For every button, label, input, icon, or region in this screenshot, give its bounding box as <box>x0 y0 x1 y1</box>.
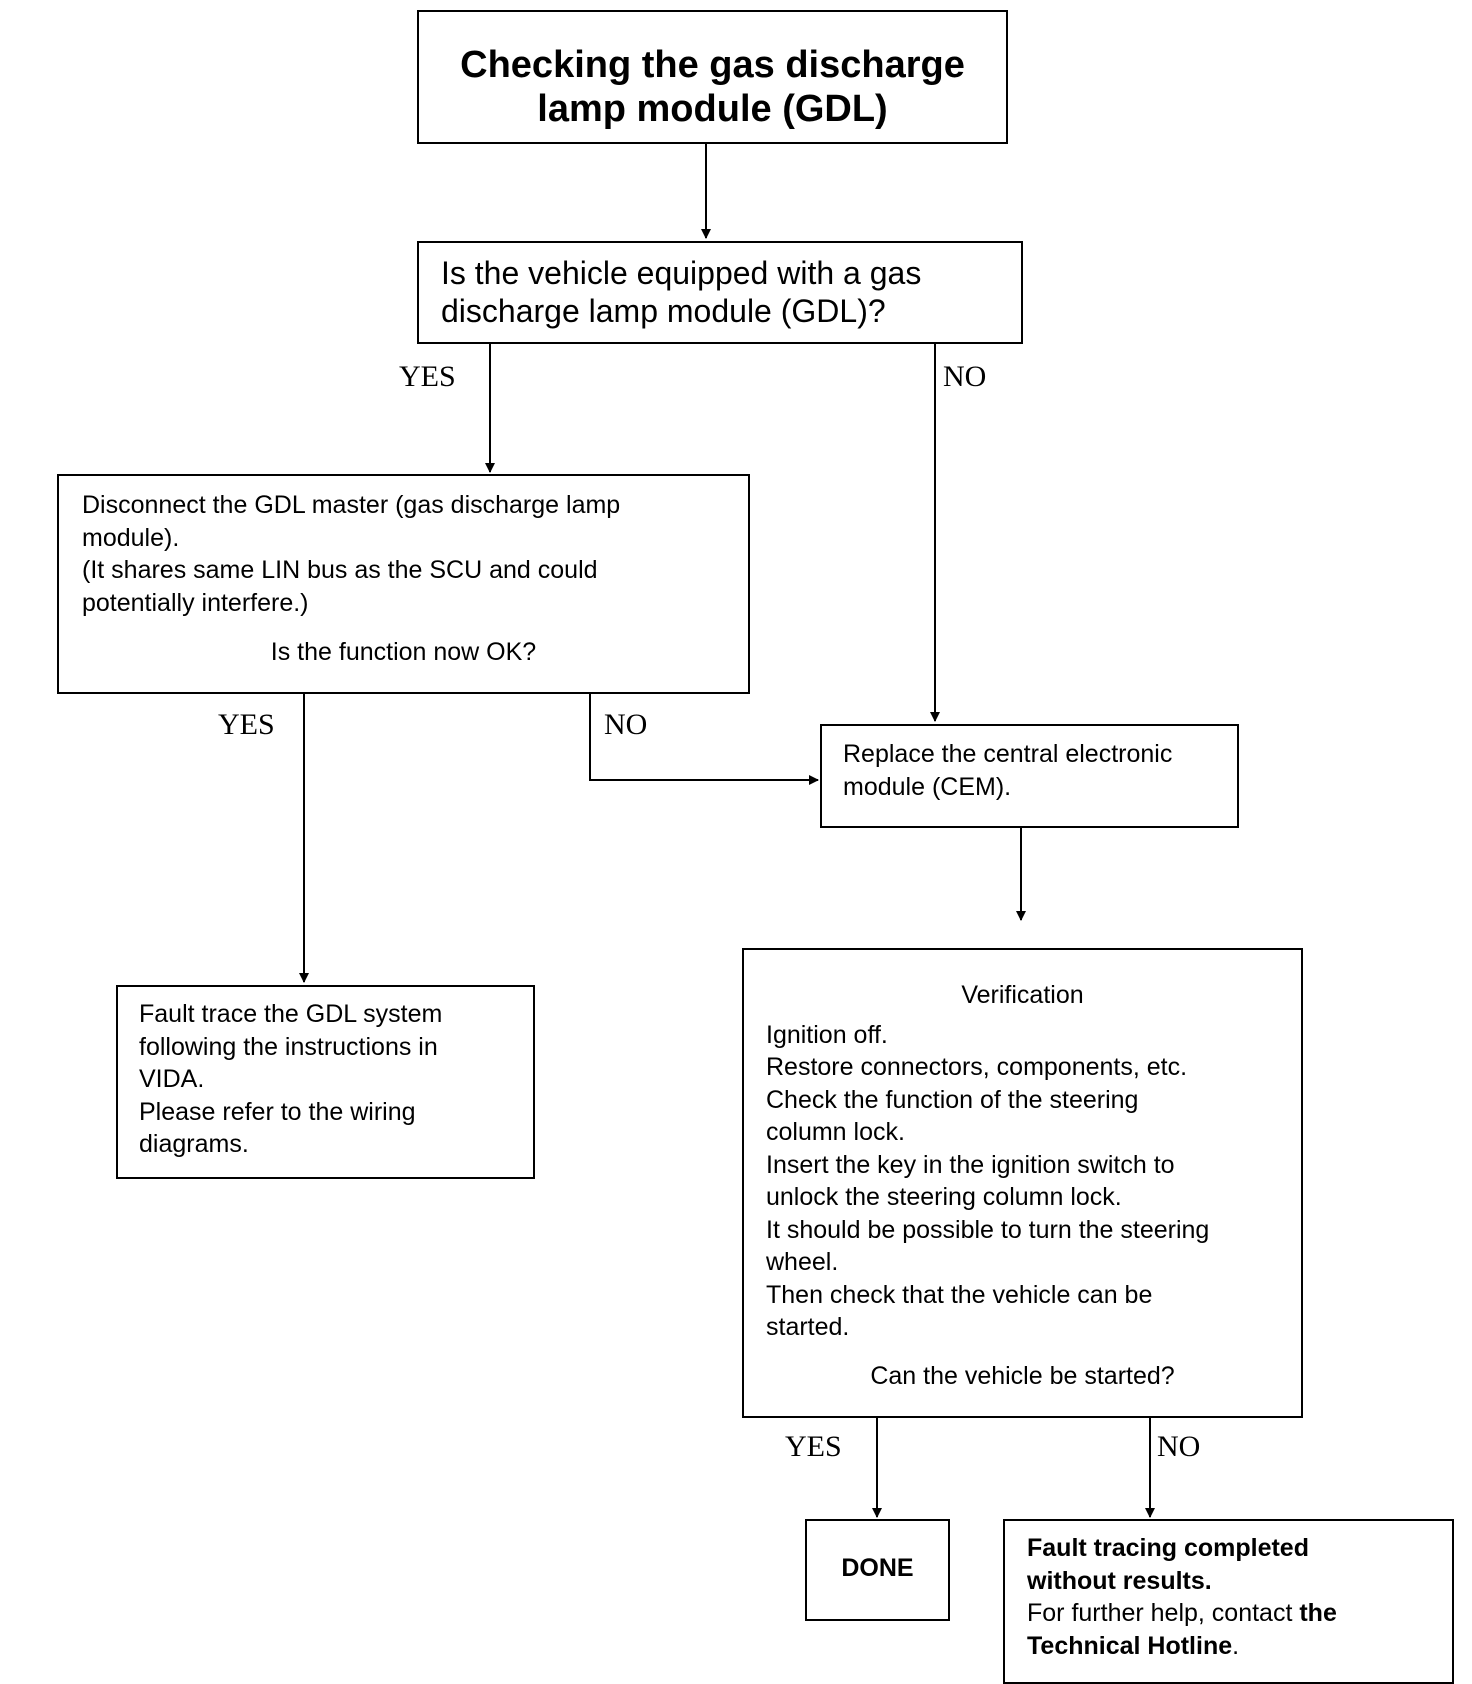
done-label: DONE <box>841 1554 914 1582</box>
disconnect-line-1: Disconnect the GDL master (gas discharge… <box>82 491 621 519</box>
verification-step: It should be possible to turn the steeri… <box>766 1215 1210 1244</box>
page-title: Checking the gas discharge lamp module (… <box>419 43 1006 131</box>
no-label-1: NO <box>943 360 987 393</box>
disconnect-question: Is the function now OK? <box>270 638 537 666</box>
verification-step: Then check that the vehicle can be <box>766 1280 1153 1309</box>
fault-trace-line-5: diagrams. <box>139 1130 249 1158</box>
title-box: Checking the gas discharge lamp module (… <box>417 10 1008 144</box>
no-label-3: NO <box>1157 1430 1201 1463</box>
question-line-1: Is the vehicle equipped with a gas <box>441 255 922 291</box>
title-line-1: Checking the gas discharge <box>460 44 965 86</box>
verification-question: Can the vehicle be started? <box>870 1361 1175 1390</box>
replace-cem-line-2: module (CEM). <box>843 772 1012 801</box>
arrow-no-to-replace-cem-2 <box>589 694 819 785</box>
question-line-2: discharge lamp module (GDL)? <box>441 293 886 329</box>
no-result-line-3: For further help, contact the <box>1027 1597 1452 1630</box>
fault-trace-line-3: VIDA. <box>139 1065 205 1093</box>
verification-step: Check the function of the steering <box>766 1085 1139 1114</box>
replace-cem-box: Replace the central electronic module (C… <box>820 724 1239 828</box>
question-gdl-equipped-box: Is the vehicle equipped with a gas disch… <box>417 241 1023 344</box>
replace-cem-line-1: Replace the central electronic <box>843 740 1173 768</box>
verification-step: Insert the key in the ignition switch to <box>766 1150 1175 1179</box>
fault-trace-gdl-box: Fault trace the GDL system following the… <box>116 985 535 1179</box>
verification-step: started. <box>766 1313 850 1341</box>
no-result-period: . <box>1232 1631 1240 1660</box>
verification-step: Restore connectors, components, etc. <box>766 1053 1188 1081</box>
disconnect-line-2: module). <box>82 523 180 552</box>
no-result-line-2: without results. <box>1027 1566 1212 1595</box>
no-result-line-4: Technical Hotline. <box>1027 1630 1452 1663</box>
no-label-2: NO <box>604 708 648 741</box>
yes-label-3: YES <box>785 1430 842 1463</box>
yes-label-2: YES <box>218 708 275 741</box>
disconnect-line-4: potentially interfere.) <box>82 588 309 617</box>
no-result-line-1: Fault tracing completed <box>1027 1534 1309 1562</box>
done-box: DONE <box>805 1519 950 1621</box>
verification-heading: Verification <box>961 981 1084 1009</box>
technical-hotline: Technical Hotline <box>1027 1631 1233 1660</box>
no-result-the: the <box>1299 1599 1337 1627</box>
verification-step: column lock. <box>766 1118 905 1146</box>
disconnect-line-3: (It shares same LIN bus as the SCU and c… <box>82 556 598 584</box>
fault-trace-line-4: Please refer to the wiring <box>139 1097 416 1126</box>
verification-step: Ignition off. <box>766 1020 888 1049</box>
verification-step: unlock the steering column lock. <box>766 1183 1122 1211</box>
disconnect-gdl-box: Disconnect the GDL master (gas discharge… <box>57 474 750 694</box>
no-result-contact-text: For further help, contact <box>1027 1599 1300 1627</box>
fault-trace-line-2: following the instructions in <box>139 1032 438 1061</box>
title-line-2: lamp module (GDL) <box>537 88 888 130</box>
fault-trace-line-1: Fault trace the GDL system <box>139 1000 443 1028</box>
fault-tracing-no-result-box: Fault tracing completed without results.… <box>1003 1519 1454 1684</box>
verification-box: Verification Ignition off. Restore conne… <box>742 948 1303 1418</box>
yes-label-1: YES <box>399 360 456 393</box>
verification-steps: Ignition off. Restore connectors, compon… <box>744 1019 1301 1344</box>
verification-step: wheel. <box>766 1248 839 1276</box>
